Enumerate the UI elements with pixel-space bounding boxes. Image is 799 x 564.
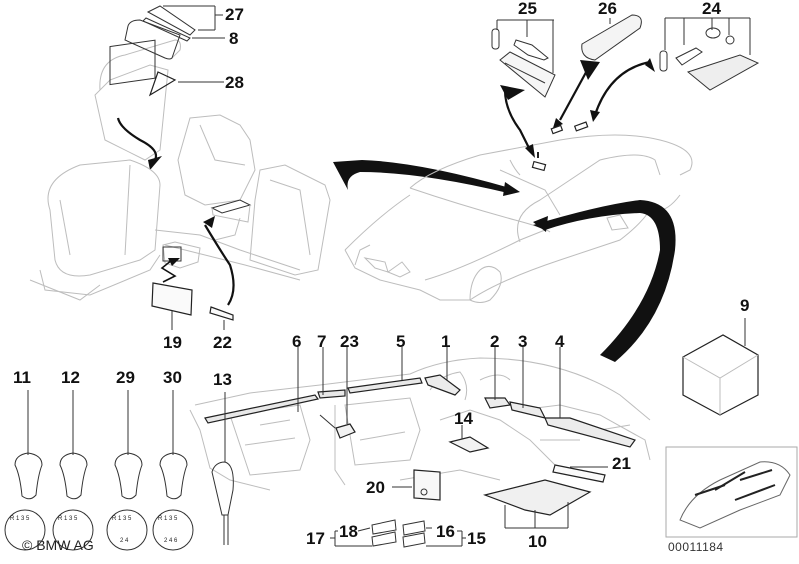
callout-24: 24	[702, 0, 721, 18]
part-19-cover	[151, 282, 193, 316]
seats	[29, 114, 331, 301]
part-22-strip	[209, 306, 234, 321]
callout-25: 25	[518, 0, 537, 18]
leaders-top-left	[163, 5, 225, 83]
callout-18: 18	[339, 522, 358, 541]
part-14-switch-trim	[448, 436, 490, 453]
callout-21: 21	[612, 454, 631, 473]
callout-9: 9	[740, 296, 750, 315]
diagram-number: 00011184	[668, 540, 724, 554]
callout-5: 5	[396, 332, 406, 351]
switch-covers	[330, 519, 466, 548]
copyright-text: © BMW AG	[22, 537, 94, 553]
callout-8: 8	[229, 29, 239, 48]
callout-4: 4	[555, 332, 565, 351]
callout-2: 2	[490, 332, 500, 351]
gear-pattern-29-bottom: 2 4	[120, 538, 129, 544]
arrow-headrest-to-seat	[116, 117, 158, 161]
callout-11: 11	[13, 368, 31, 387]
part-23-switch	[335, 423, 356, 439]
gear-pattern-29-top: R 1 3 5	[112, 516, 132, 522]
part-26-handle	[581, 14, 642, 61]
overview-inset	[665, 446, 798, 538]
callout-19: 19	[163, 333, 182, 352]
callout-27: 27	[225, 5, 244, 24]
roof-lights	[531, 121, 589, 172]
callout-20: 20	[366, 478, 385, 497]
car-body	[344, 134, 693, 303]
part-10-panel	[482, 479, 592, 516]
gear-pattern-11-top: R 1 3 5	[10, 516, 30, 522]
trim-strips	[204, 374, 636, 448]
callout-7: 7	[317, 332, 327, 351]
callout-17: 17	[306, 529, 325, 548]
arrow-seats-to-car	[333, 160, 510, 193]
callout-10: 10	[528, 532, 547, 551]
part-25-light	[491, 19, 556, 98]
leaders-dashboard	[297, 347, 561, 418]
callout-30: 30	[163, 368, 182, 387]
interior-dashboard	[189, 357, 651, 491]
part-20-console	[413, 469, 441, 501]
callout-15: 15	[467, 529, 486, 548]
gear-pattern-30-bottom: 2 4 6	[164, 538, 178, 544]
headrest-assembly	[94, 5, 196, 161]
arrow-car-to-dashboard	[533, 200, 676, 362]
callout-3: 3	[518, 332, 528, 351]
part-24-light	[659, 17, 760, 91]
callout-28: 28	[225, 73, 244, 92]
callout-16: 16	[436, 522, 455, 541]
part-21-strip	[552, 464, 606, 483]
callout-29: 29	[116, 368, 135, 387]
gear-pattern-30-top: R 1 3 5	[158, 516, 178, 522]
callout-14: 14	[454, 409, 473, 428]
gear-knobs	[4, 390, 234, 551]
callout-6: 6	[292, 332, 302, 351]
callout-26: 26	[598, 0, 617, 18]
callout-12: 12	[61, 368, 80, 387]
callout-1: 1	[441, 332, 451, 351]
gear-pattern-12-top: R 1 3 5	[58, 516, 78, 522]
callout-13: 13	[213, 370, 232, 389]
part-9-box	[682, 318, 759, 416]
callout-22: 22	[213, 333, 232, 352]
callout-23: 23	[340, 332, 359, 351]
